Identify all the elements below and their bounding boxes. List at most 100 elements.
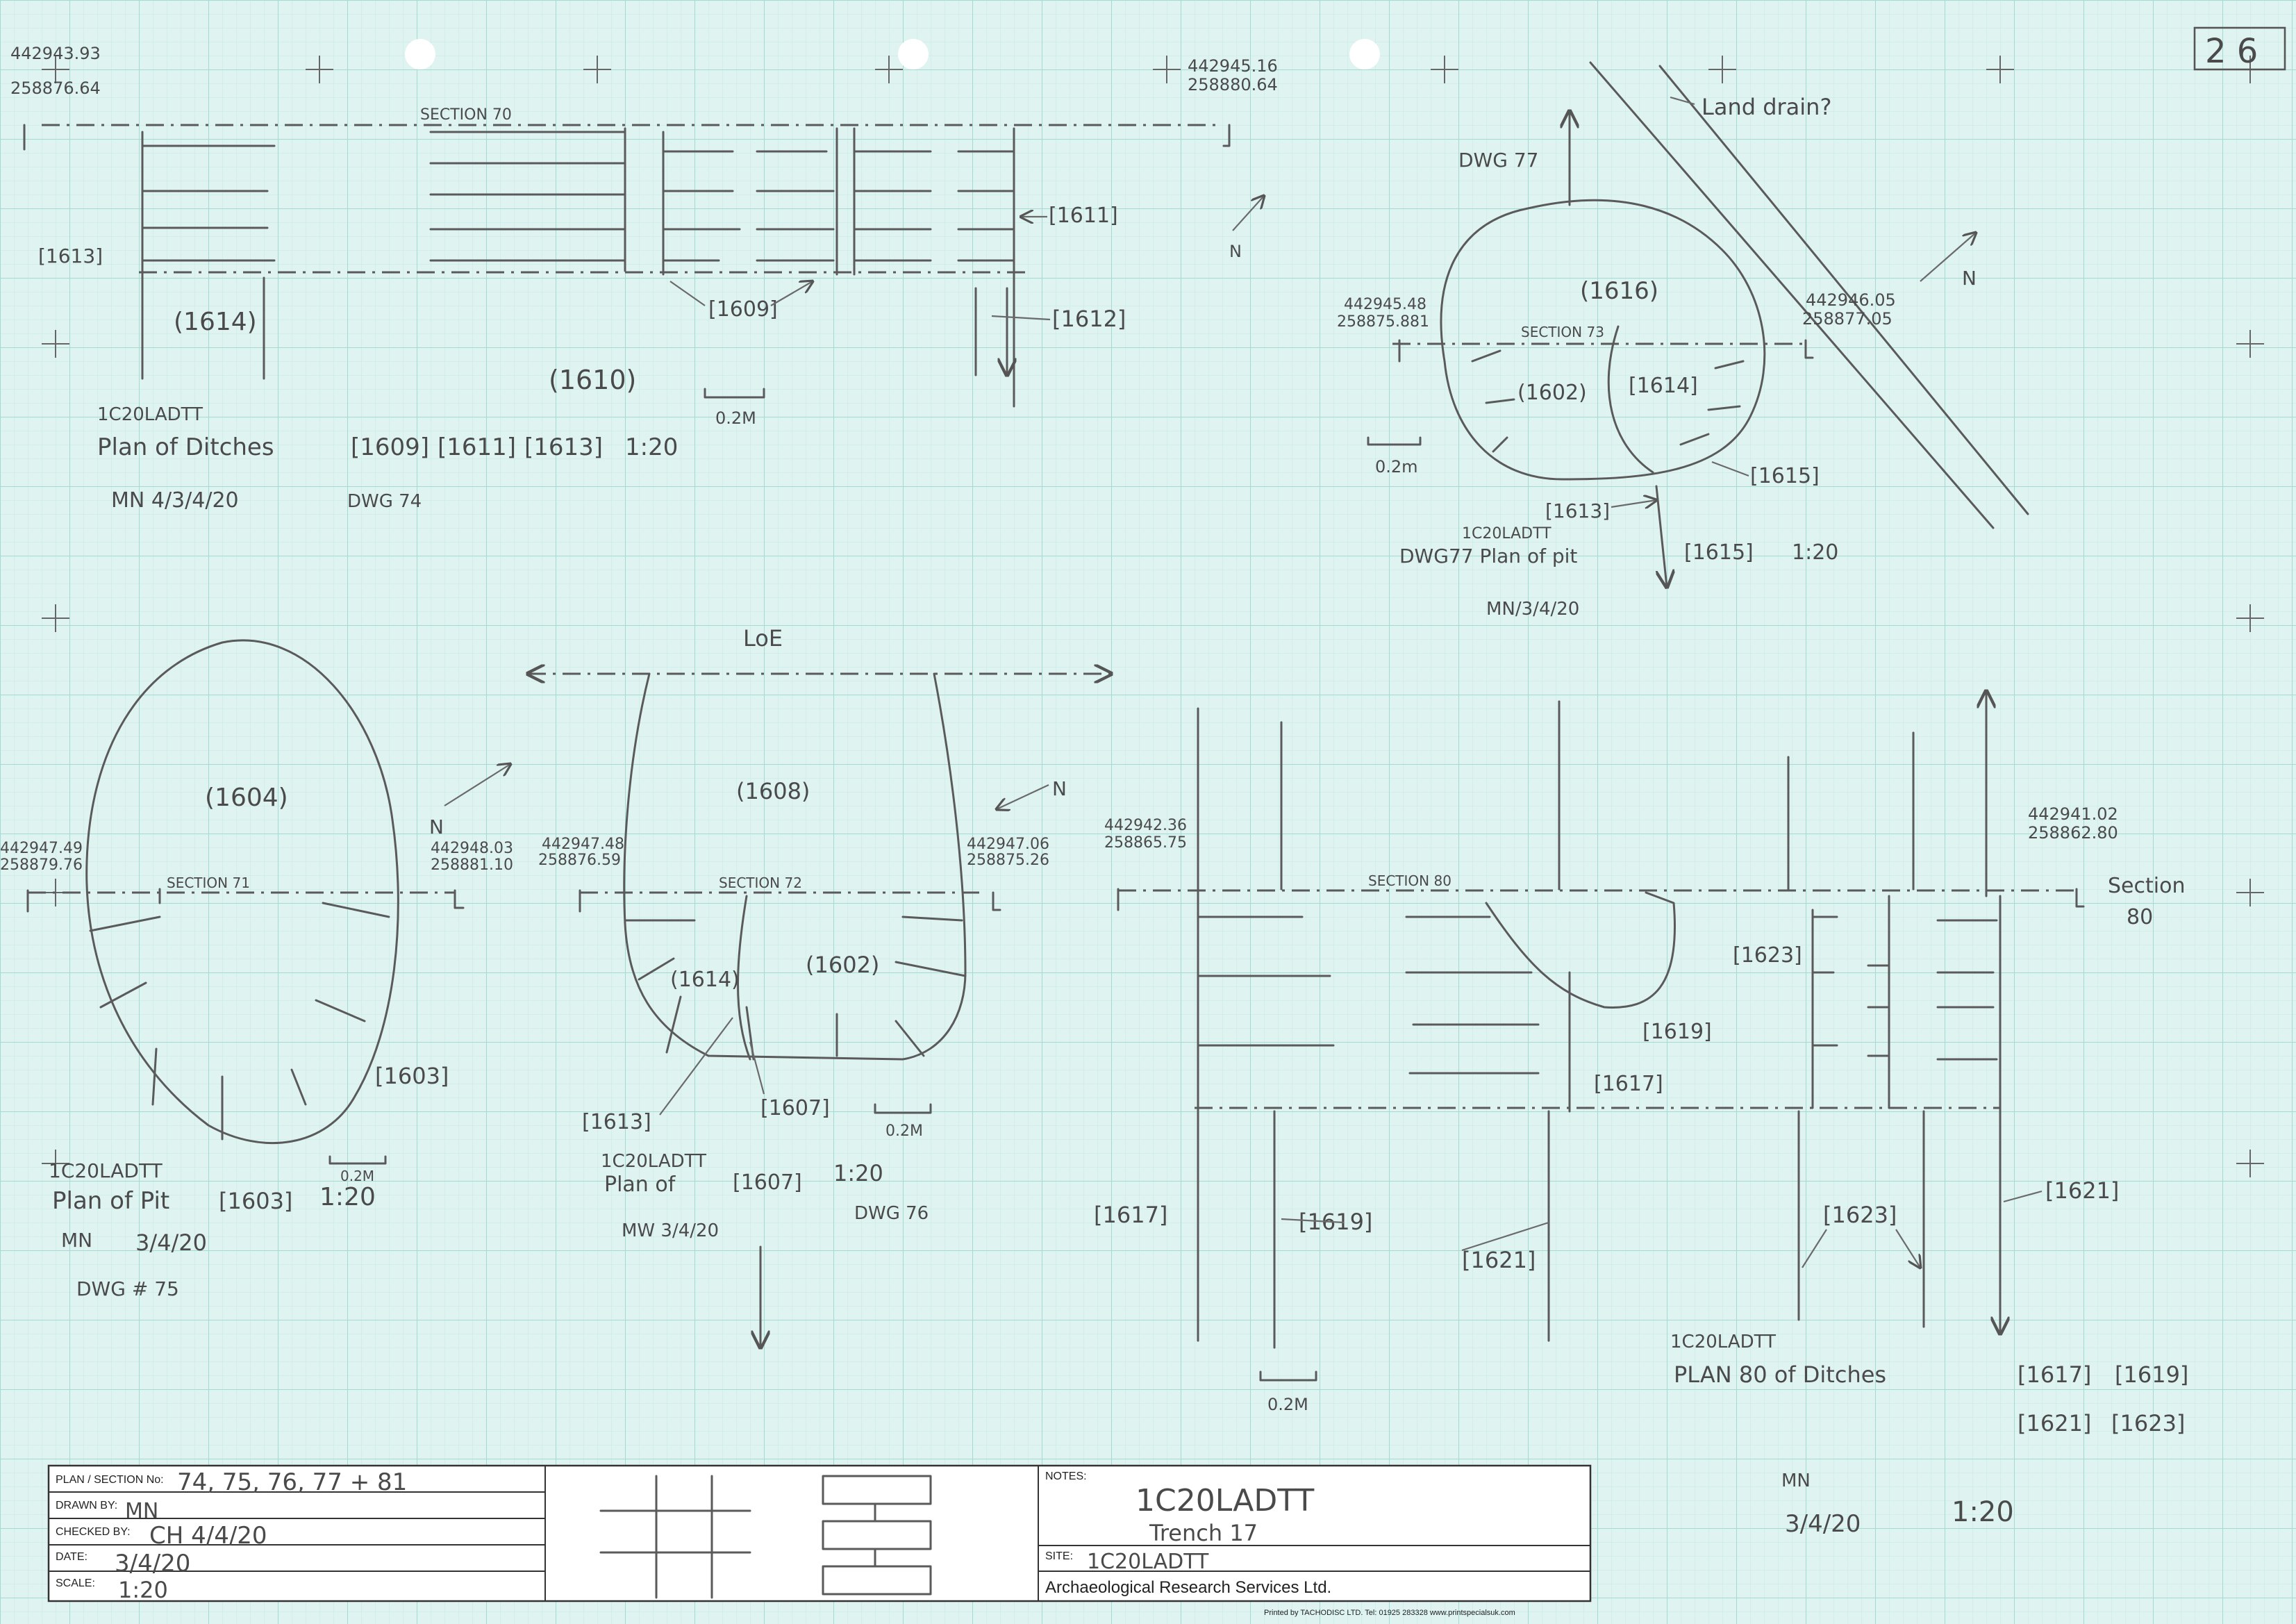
plan-pit-1603: SECTION 71 442947.49 258879.76 442948.03… [0,639,513,1300]
date-value: 3/4/20 [115,1550,190,1577]
context-label: [1615] [1750,464,1820,488]
plan-ditches-80: 442942.36 258865.75 442941.02 258862.80 … [1094,691,2188,1538]
scale-bar [328,1155,387,1165]
caption-title: Plan of Pit [52,1187,169,1215]
date-label: DATE: [56,1551,88,1563]
north-label: N [1962,267,1977,290]
fill-label: (1616) [1580,277,1658,305]
caption-dwg: DWG 74 [347,491,422,512]
caption-cut: [1607] [733,1170,802,1195]
caption-date: 3/4/20 [1785,1510,1861,1538]
company-name: Archaeological Research Services Ltd. [1045,1578,1331,1597]
fill-label: (1608) [736,778,810,804]
hachures [89,888,390,1141]
section-label: SECTION 80 [1368,872,1451,889]
caption-date: 3/4/20 [135,1229,207,1256]
caption-by: MN [61,1229,92,1252]
coord-e: 442947.06 [967,836,1049,853]
fill-label: (1604) [205,784,288,812]
caption-by: MN/3/4/20 [1486,599,1579,620]
coord-n: 258875.881 [1337,313,1429,331]
context-label: [1612] [1052,306,1126,332]
scale-bar-label: 0.2M [1267,1395,1308,1414]
coord-e: 442946.05 [1806,290,1896,310]
caption-cut: [1615] [1684,540,1754,565]
section-label: SECTION 71 [167,875,250,891]
caption-by: MN [1781,1470,1811,1491]
plan-section-label: PLAN / SECTION No: [56,1474,164,1486]
context-label: [1621] [2045,1177,2119,1204]
coord-n: 258862.80 [2028,823,2118,843]
dwg-arrow-label: DWG 77 [1458,149,1538,172]
context-label: [1617] [1094,1202,1167,1228]
context-label: [1623] [1823,1202,1897,1228]
sheet-number: 2 6 [2205,32,2258,71]
coord-n: 258876.64 [10,78,101,98]
land-drain [1589,61,2029,529]
coord-n: 258876.59 [538,852,621,869]
site-label: SITE: [1045,1550,1073,1562]
caption-dwg: DWG 76 [854,1203,929,1224]
section-label-right: Section [2108,874,2185,898]
coord-e: 442941.02 [2028,804,2118,824]
drawn-by-label: DRAWN BY: [56,1500,117,1511]
sheet-number-box [2193,26,2286,71]
section-label-right-num: 80 [2127,905,2153,929]
hachures [141,127,1015,408]
fill-label: (1602) [1517,381,1587,405]
plan-ditches-1609-1611-1613: 442943.93 258876.64 442945.16 258880.64 … [10,44,1278,513]
fill-label: (1614) [174,308,257,336]
caption-cut: [1623] [2111,1410,2185,1436]
notes-line1: 1C20LADTT [1135,1483,1314,1518]
fill-label: (1610) [549,365,636,395]
context-label: [1613] [582,1110,651,1134]
north-arrow [1920,233,1976,282]
caption-title: DWG77 Plan of pit [1399,545,1577,567]
north-label: N [429,815,444,838]
coord-e: 442942.36 [1104,817,1187,834]
context-label: [1613] [1545,499,1610,522]
caption-scale: 1:20 [833,1160,883,1186]
checked-by-label: CHECKED BY: [56,1526,131,1538]
caption-title: Plan of Ditches [97,433,274,461]
caption-cut: [1613] [524,433,603,461]
coord-n: 258880.64 [1188,75,1278,94]
coord-e: 442945.16 [1188,56,1278,76]
coord-e: 442945.48 [1344,296,1426,313]
scale-label: SCALE: [56,1577,95,1589]
section-label: SECTION 72 [719,875,802,891]
caption-cut: [1617] [2018,1361,2091,1388]
section-label: SECTION 73 [1521,324,1604,340]
context-label: [1611] [1049,204,1118,228]
north-label: N [1052,777,1067,800]
coord-n: 258881.10 [431,856,513,874]
scale-bar [704,388,765,399]
caption-scale: 1:20 [319,1183,376,1211]
coord-e: 442947.49 [0,840,83,857]
caption-site: 1C20LADTT [49,1159,163,1182]
caption-cut: [1619] [2115,1361,2188,1388]
fill-label: (1614) [670,968,740,992]
printer-credit: Printed by TACHODISC LTD. Tel: 01925 283… [1264,1609,1515,1617]
context-label: [1609] [708,297,778,322]
context-label: [1621] [1462,1247,1536,1273]
hachures [624,915,967,1061]
matrix-sketch [599,1475,932,1599]
scale-bar [1259,1370,1317,1382]
scale-value: 1:20 [118,1577,168,1603]
north-arrow [444,764,510,806]
scale-bar-label: 0.2m [1375,457,1418,477]
context-label: [1619] [1642,1020,1712,1044]
coord-n: 258879.76 [0,856,83,874]
plan-pit-1615: Land drain? DWG 77 N SECTION 73 442945.4… [1337,61,2029,620]
notes-label: NOTES: [1045,1470,1087,1482]
context-label: [1614] [1629,374,1698,398]
pit-outline [85,639,399,1144]
checked-by-value: CH 4/4/20 [149,1522,267,1550]
section-label: SECTION 70 [420,106,512,124]
caption-title: Plan of [604,1173,676,1197]
caption-dwg: DWG # 75 [76,1277,179,1300]
caption-cut: [1621] [2018,1410,2091,1436]
coord-n: 258877.05 [1802,309,1892,329]
